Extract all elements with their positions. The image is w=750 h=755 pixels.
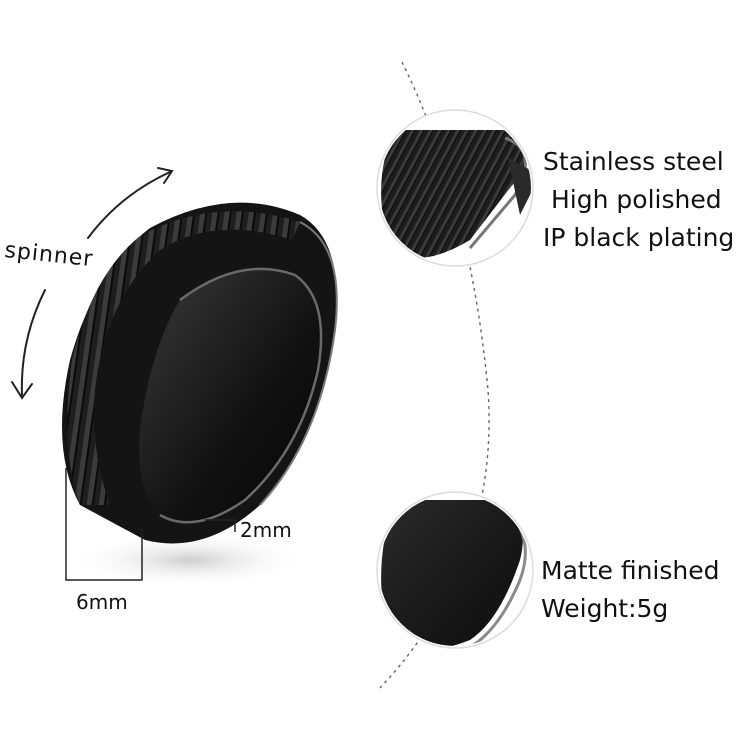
feature-item: Weight:5g: [541, 594, 669, 623]
feature-item: Matte finished: [541, 556, 720, 585]
detail-circle-polished: [376, 109, 534, 267]
spinner-ring: [62, 202, 338, 544]
inner-dimension-label: 2mm: [240, 518, 292, 542]
ring-shadow: [70, 532, 310, 588]
curved-double-arrow-icon: [11, 167, 174, 400]
feature-item: Stainless steel: [543, 147, 724, 176]
feature-list-top: Stainless steel High polished IP black p…: [543, 143, 734, 257]
feature-item: High polished: [551, 185, 722, 214]
detail-circle-matte: [376, 491, 534, 649]
feature-item: IP black plating: [543, 223, 735, 252]
width-dimension-label: 6mm: [76, 590, 128, 614]
feature-list-bottom: Matte finished Weight:5g: [541, 552, 719, 628]
dimension-lines: [65, 468, 236, 581]
